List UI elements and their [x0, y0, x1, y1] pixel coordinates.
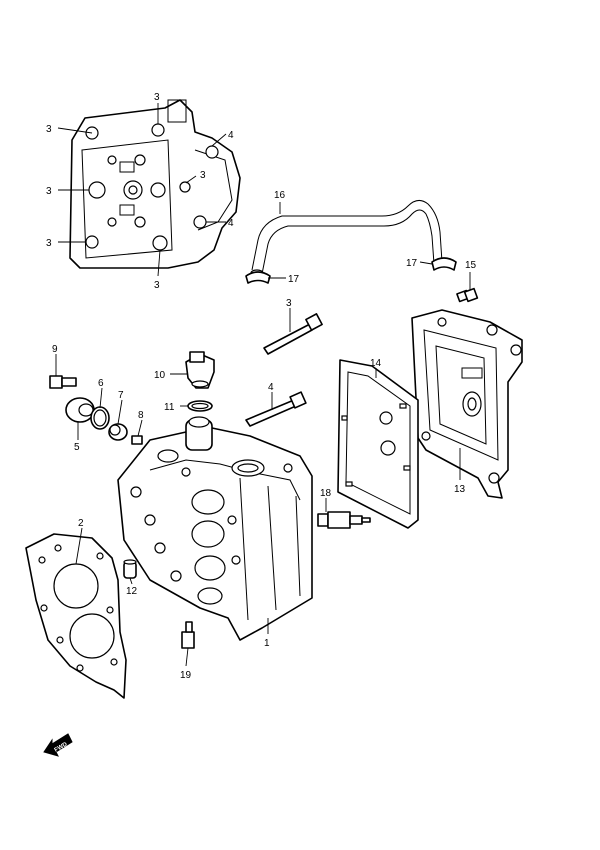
long-bolt-4 — [245, 391, 307, 427]
callout-16: 16 — [274, 190, 286, 201]
callout-12: 12 — [126, 586, 138, 597]
o-ring — [187, 400, 213, 412]
callout-9: 9 — [52, 344, 58, 355]
callout-13: 13 — [454, 484, 466, 495]
callout-5: 5 — [74, 442, 80, 453]
callout-17-a: 17 — [288, 274, 300, 285]
water-fitting — [181, 621, 195, 649]
leader-lines — [55, 103, 471, 667]
callout-2: 2 — [78, 518, 84, 529]
callout-10: 10 — [154, 370, 166, 381]
callout-19: 19 — [180, 670, 192, 681]
bolt-9 — [49, 375, 77, 389]
callout-8: 8 — [138, 410, 144, 421]
callout-17-b: 17 — [406, 258, 418, 269]
screw-8 — [131, 435, 143, 445]
callout-3-d: 3 — [200, 170, 206, 181]
cylinder-head — [117, 416, 313, 641]
dowel-pin — [123, 559, 137, 579]
anode — [108, 423, 128, 441]
callout-3-a: 3 — [46, 124, 52, 135]
anode-cover — [65, 397, 95, 423]
callout-4-c: 4 — [268, 382, 274, 393]
callout-3-b: 3 — [154, 92, 160, 103]
spark-plug — [317, 511, 371, 529]
callout-3-g: 3 — [286, 298, 292, 309]
callout-labels: 3 3 3 3 3 3 4 4 16 17 17 15 3 14 9 10 6 … — [46, 92, 477, 681]
callout-6: 6 — [98, 378, 104, 389]
hose-clip-right — [431, 257, 457, 271]
callout-4-b: 4 — [228, 218, 234, 229]
anode-gasket — [90, 406, 110, 430]
callout-3-f: 3 — [154, 280, 160, 291]
cover-gasket — [337, 359, 419, 529]
callout-15: 15 — [465, 260, 477, 271]
callout-4-a: 4 — [228, 130, 234, 141]
fwd-arrow-icon: FWD — [43, 733, 73, 757]
callout-3-e: 3 — [46, 238, 52, 249]
cylinder-head-cover — [411, 309, 523, 499]
callout-18: 18 — [320, 488, 332, 499]
callout-7: 7 — [118, 390, 124, 401]
callout-11: 11 — [164, 402, 175, 413]
hose-clip-left — [245, 271, 271, 284]
callout-3-c: 3 — [46, 186, 52, 197]
cylinder-head-top-view — [69, 99, 241, 269]
callout-14: 14 — [370, 358, 382, 369]
bolt-15 — [456, 287, 479, 303]
head-gasket — [25, 533, 127, 699]
thermostat-cover — [185, 351, 215, 389]
long-bolt-3 — [263, 313, 323, 355]
callout-1: 1 — [264, 638, 270, 649]
